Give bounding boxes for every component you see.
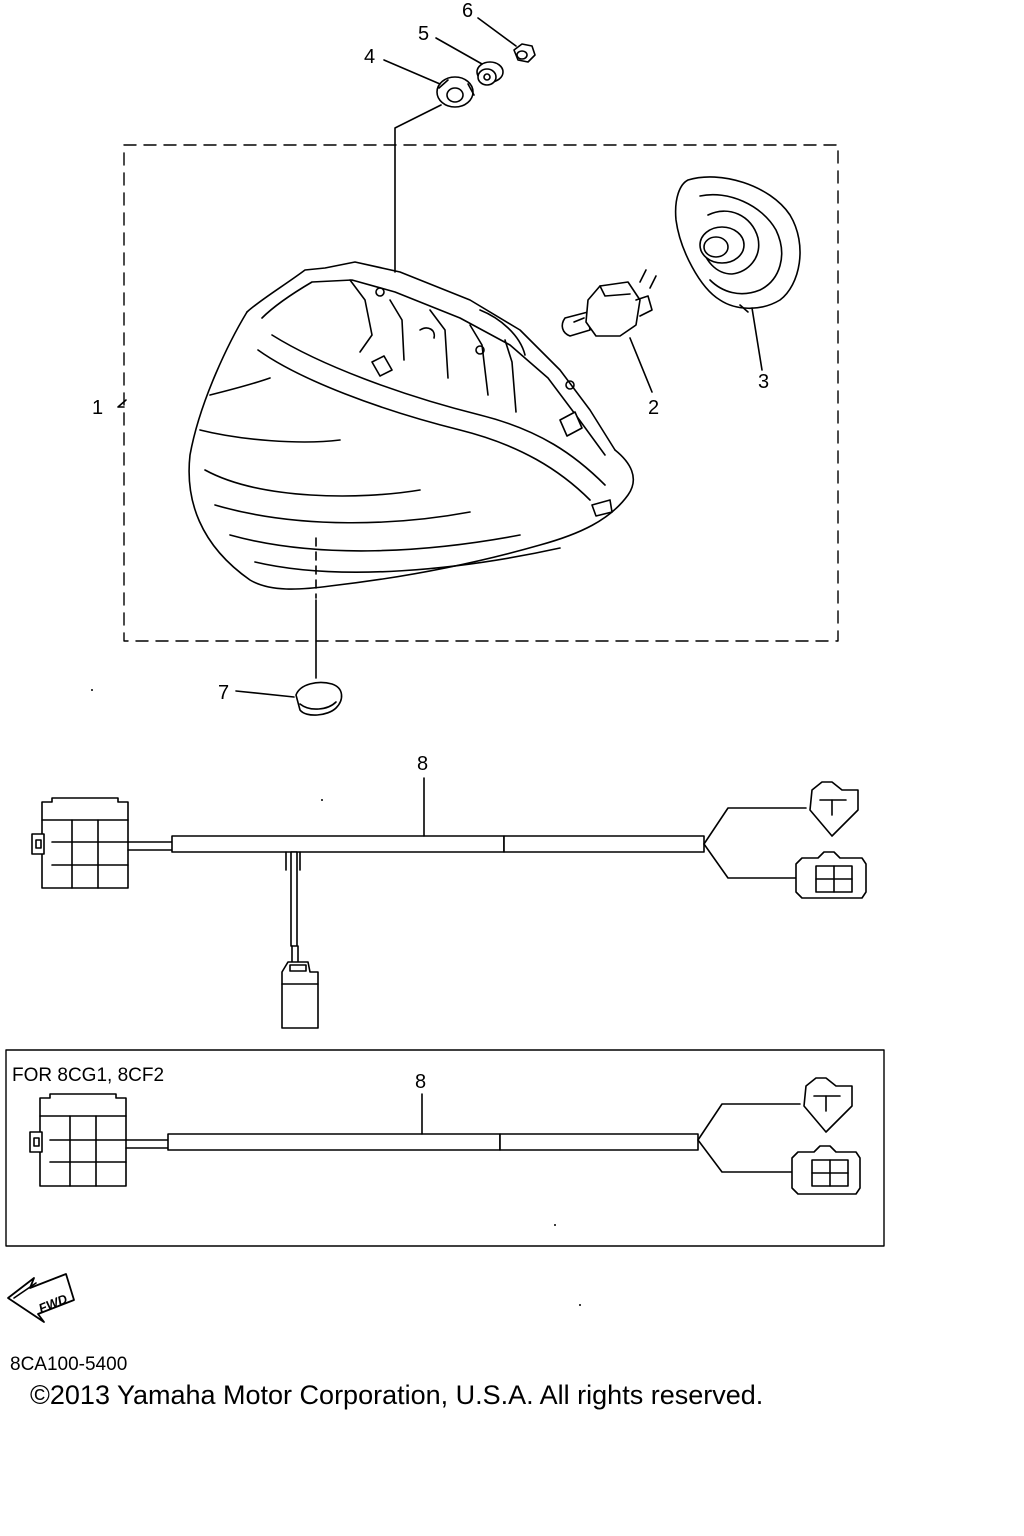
callout-5: 5 <box>418 23 429 45</box>
callout-8-main: 8 <box>417 753 428 775</box>
part-8-wire-harness <box>32 782 866 1028</box>
part-1-headlight-housing <box>189 262 633 589</box>
callout-2: 2 <box>648 397 659 419</box>
part-6-bolt <box>514 44 535 62</box>
variant-box <box>6 1050 884 1246</box>
callout-7: 7 <box>218 682 229 704</box>
forward-arrow-icon: FWD <box>8 1274 74 1322</box>
callout-3: 3 <box>758 371 769 393</box>
part-7-cap <box>296 682 342 715</box>
callout-1: 1 <box>92 397 103 419</box>
part-5-collar <box>477 62 503 85</box>
callout-6: 6 <box>462 0 473 22</box>
part-2-bulb <box>562 270 656 336</box>
callout-8-variant: 8 <box>415 1071 426 1093</box>
copyright-notice: ©2013 Yamaha Motor Corporation, U.S.A. A… <box>30 1380 764 1410</box>
assembly-boundary <box>124 145 838 641</box>
variant-box-title: FOR 8CG1, 8CF2 <box>12 1065 164 1086</box>
part-4-grommet <box>437 77 474 107</box>
callout-4: 4 <box>364 46 375 68</box>
part-8-wire-harness-variant <box>30 1078 860 1194</box>
diagram-code: 8CA100-5400 <box>10 1354 128 1375</box>
part-3-bulb-cover <box>676 177 800 312</box>
